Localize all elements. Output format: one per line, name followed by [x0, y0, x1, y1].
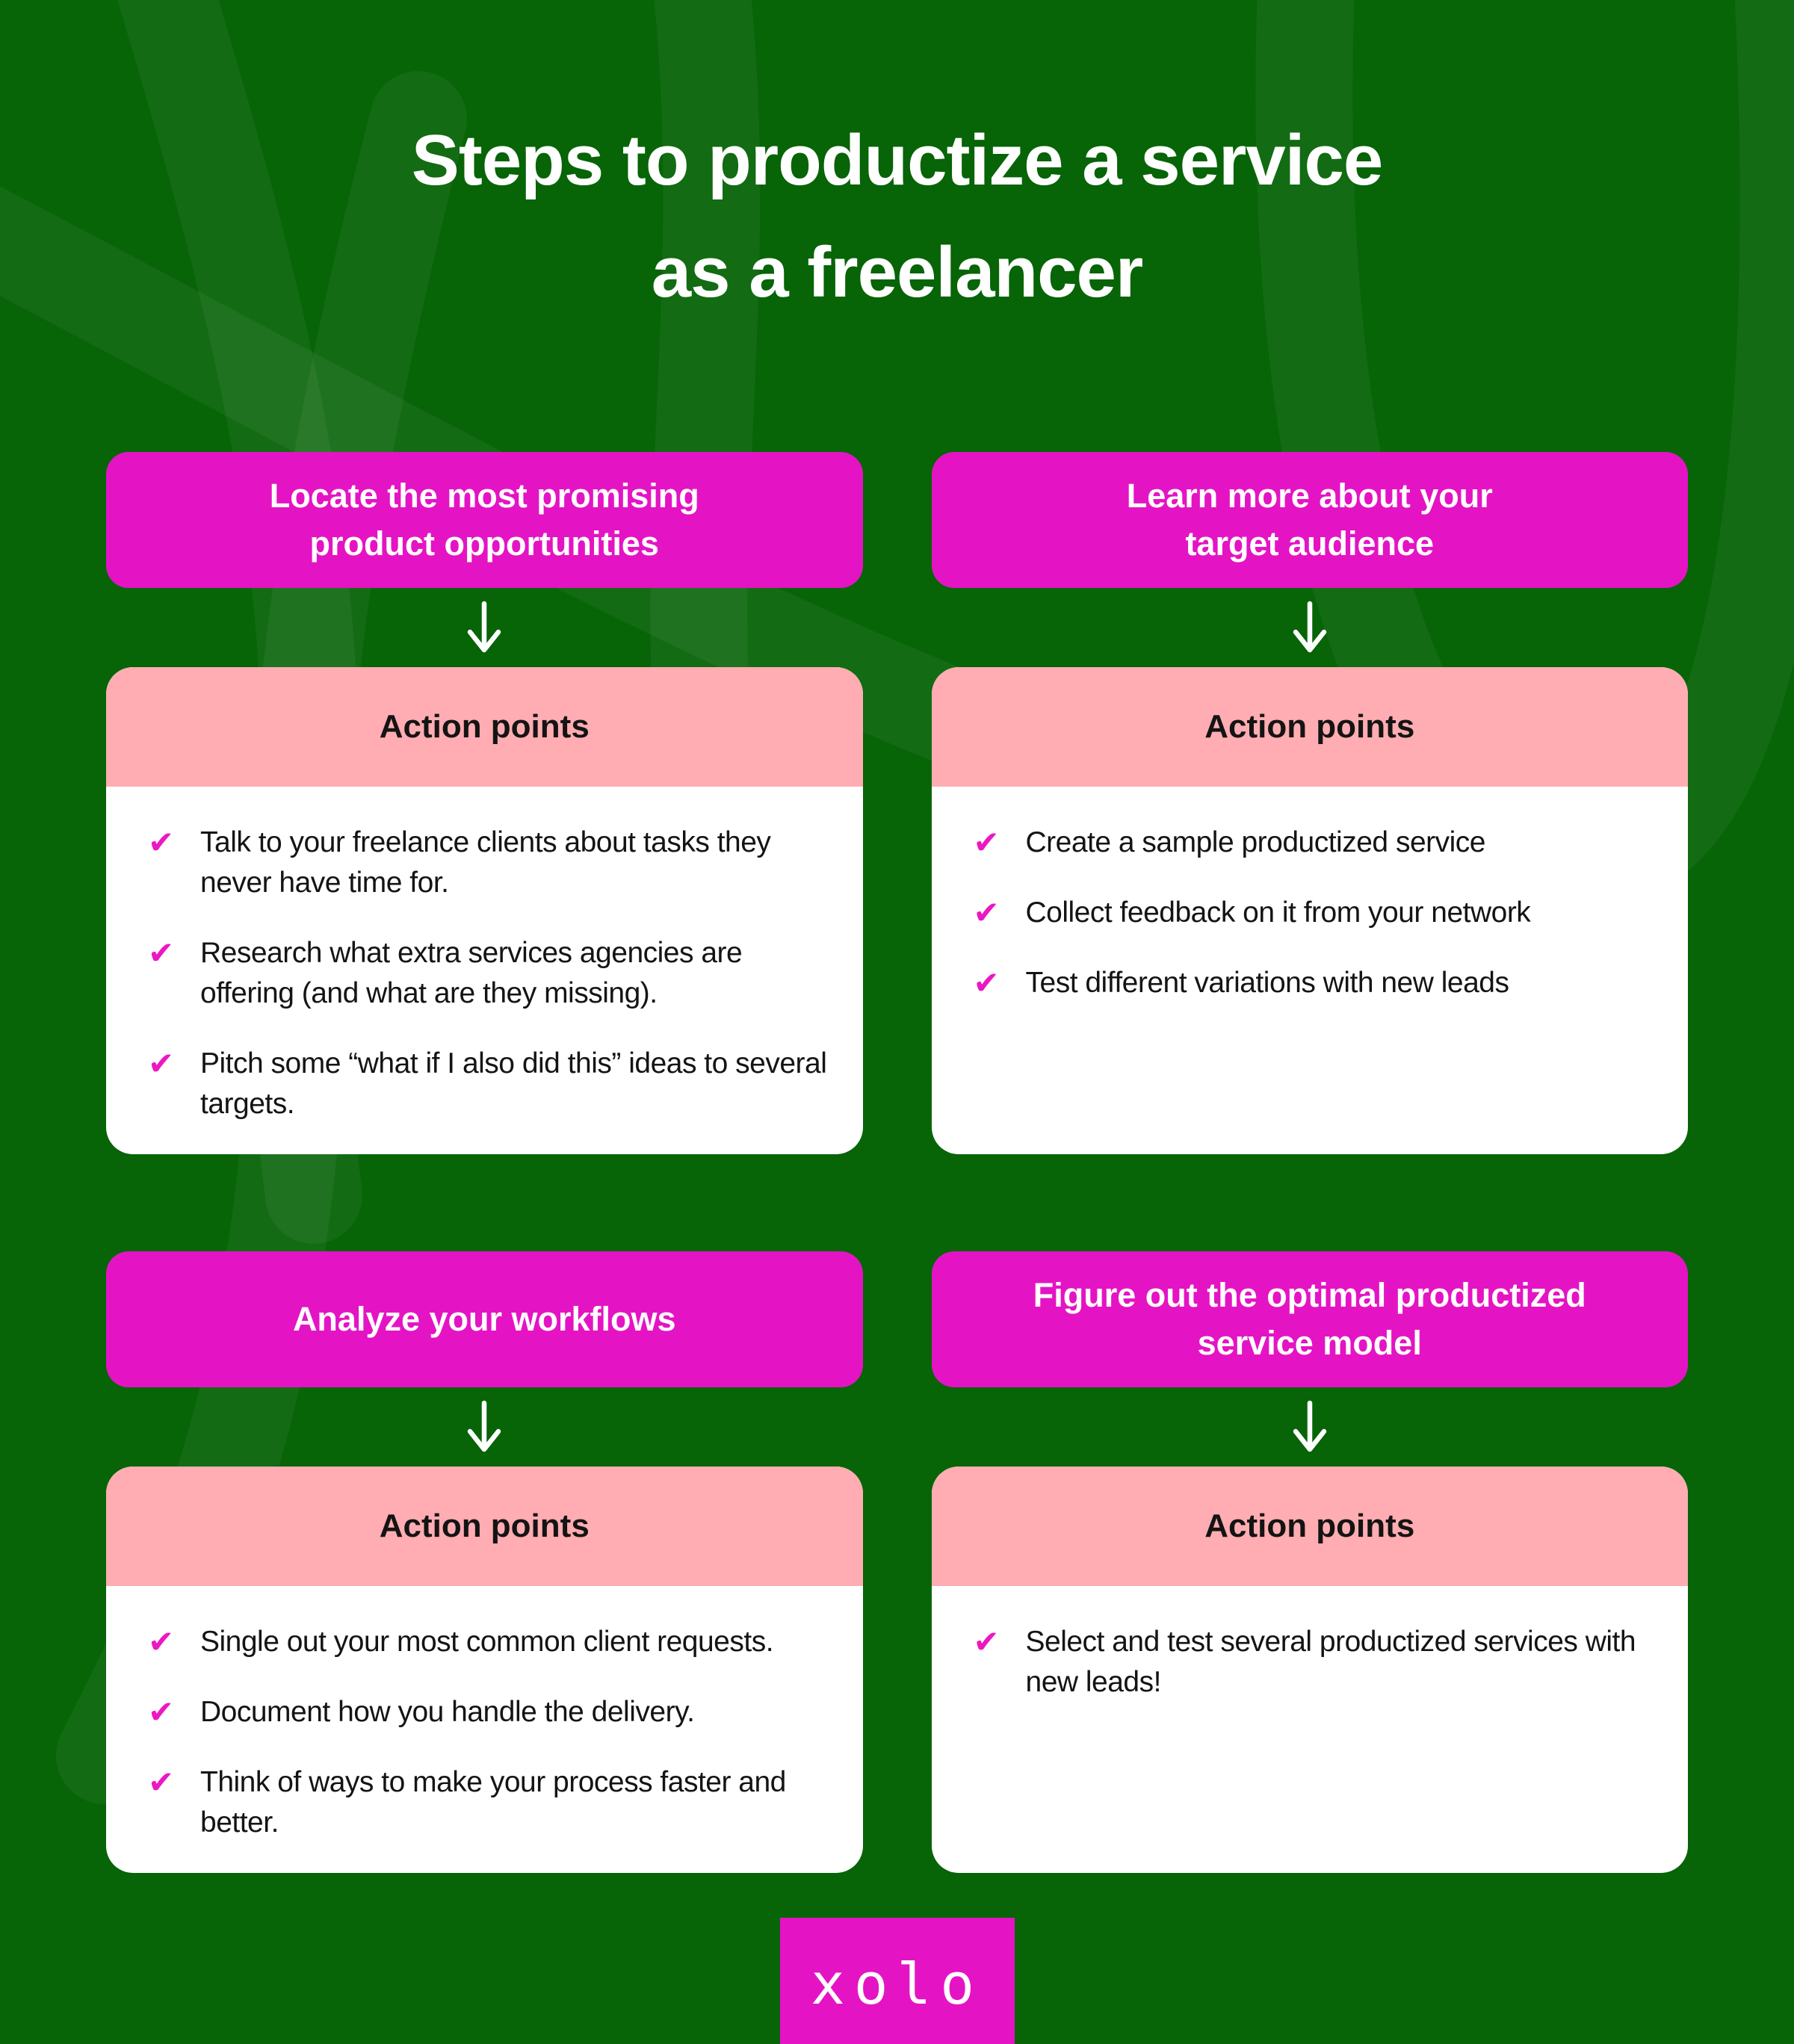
- section-analyze-workflows: Analyze your workflows Action points ✔ S…: [106, 1251, 863, 1873]
- check-icon: ✔: [973, 1623, 1000, 1660]
- step-title-box: Locate the most promising product opport…: [106, 452, 863, 588]
- arrow-wrap: [932, 588, 1689, 667]
- step-title: Analyze your workflows: [292, 1300, 676, 1338]
- list-item-text: Talk to your freelance clients about tas…: [200, 826, 771, 899]
- list-item: ✔ Talk to your freelance clients about t…: [148, 823, 833, 903]
- step-title: Learn more about your target audience: [1126, 477, 1493, 563]
- action-points-list: ✔ Select and test several productized se…: [932, 1586, 1689, 1732]
- action-points-title: Action points: [379, 708, 590, 745]
- action-points-header: Action points: [931, 667, 1688, 787]
- list-item-text: Research what extra services agencies ar…: [200, 937, 743, 1009]
- list-item-text: Collect feedback on it from your network: [1025, 896, 1531, 929]
- step-title-box: Figure out the optimal productized servi…: [931, 1251, 1688, 1387]
- list-item: ✔ Pitch some “what if I also did this” i…: [148, 1044, 833, 1124]
- arrow-wrap: [106, 588, 863, 667]
- action-points-title: Action points: [379, 1508, 590, 1544]
- list-item-text: Test different variations with new leads: [1025, 967, 1509, 999]
- action-points-list: ✔ Create a sample productized service ✔ …: [932, 787, 1689, 1033]
- check-icon: ✔: [148, 1764, 175, 1800]
- action-card: Action points ✔ Single out your most com…: [106, 1467, 863, 1873]
- check-icon: ✔: [148, 1045, 175, 1082]
- action-card: Action points ✔ Select and test several …: [931, 1467, 1689, 1873]
- section-learn-audience: Learn more about your target audience Ac…: [931, 452, 1689, 1154]
- step-title: Figure out the optimal productized servi…: [1033, 1276, 1586, 1362]
- check-icon: ✔: [973, 894, 1000, 931]
- page-title: Steps to productize a service as a freel…: [411, 120, 1383, 312]
- section-locate-opportunities: Locate the most promising product opport…: [106, 452, 863, 1154]
- list-item: ✔ Document how you handle the delivery.: [148, 1692, 833, 1732]
- section-optimal-service-model: Figure out the optimal productized servi…: [931, 1251, 1689, 1873]
- check-icon: ✔: [973, 824, 1000, 861]
- action-points-header: Action points: [106, 1467, 863, 1586]
- list-item: ✔ Create a sample productized service: [974, 823, 1659, 863]
- list-item: ✔ Collect feedback on it from your netwo…: [974, 893, 1659, 933]
- check-icon: ✔: [148, 1623, 175, 1660]
- action-card: Action points ✔ Create a sample producti…: [931, 667, 1689, 1154]
- step-title-box: Learn more about your target audience: [931, 452, 1688, 588]
- check-icon: ✔: [148, 824, 175, 861]
- list-item: ✔ Single out your most common client req…: [148, 1622, 833, 1662]
- list-item-text: Document how you handle the delivery.: [200, 1696, 695, 1728]
- down-arrow-icon: [1293, 1400, 1326, 1452]
- action-points-list: ✔ Talk to your freelance clients about t…: [106, 787, 863, 1154]
- xolo-logo-text: xolo: [810, 1951, 984, 2017]
- step-title: Locate the most promising product opport…: [269, 477, 699, 563]
- action-points-header: Action points: [106, 667, 863, 787]
- down-arrow-icon: [468, 1400, 501, 1452]
- step-title-box: Analyze your workflows: [106, 1251, 863, 1387]
- check-icon: ✔: [148, 935, 175, 971]
- list-item: ✔ Research what extra services agencies …: [148, 933, 833, 1014]
- list-item-text: Think of ways to make your process faste…: [200, 1766, 786, 1839]
- check-icon: ✔: [973, 964, 1000, 1001]
- steps-grid: Locate the most promising product opport…: [106, 452, 1688, 1873]
- action-points-header: Action points: [931, 1467, 1688, 1586]
- down-arrow-icon: [468, 601, 501, 653]
- action-points-title: Action points: [1204, 1508, 1415, 1544]
- list-item-text: Pitch some “what if I also did this” ide…: [200, 1047, 827, 1120]
- action-points-list: ✔ Single out your most common client req…: [106, 1586, 863, 1873]
- down-arrow-icon: [1293, 601, 1326, 653]
- xolo-logo: xolo: [779, 1918, 1015, 2044]
- action-card: Action points ✔ Talk to your freelance c…: [106, 667, 863, 1154]
- action-points-title: Action points: [1204, 708, 1415, 745]
- list-item-text: Select and test several productized serv…: [1025, 1626, 1636, 1698]
- check-icon: ✔: [148, 1694, 175, 1730]
- list-item: ✔ Select and test several productized se…: [974, 1622, 1659, 1703]
- list-item: ✔ Test different variations with new lea…: [974, 963, 1659, 1003]
- list-item: ✔ Think of ways to make your process fas…: [148, 1762, 833, 1843]
- arrow-wrap: [932, 1387, 1689, 1467]
- list-item-text: Single out your most common client reque…: [200, 1626, 774, 1658]
- list-item-text: Create a sample productized service: [1025, 826, 1486, 858]
- arrow-wrap: [106, 1387, 863, 1467]
